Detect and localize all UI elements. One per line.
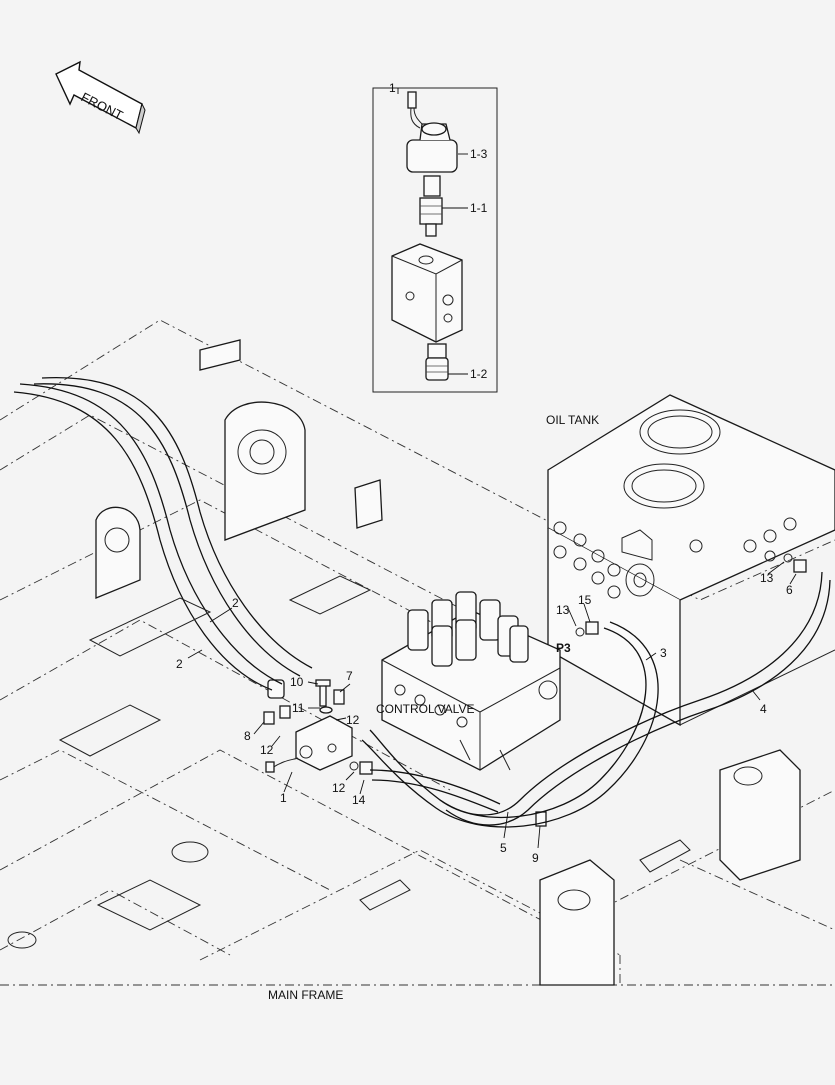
callout-2b: 2	[176, 657, 183, 671]
oil-tank-label: OIL TANK	[546, 413, 599, 427]
boom-mount	[95, 339, 383, 599]
front-arrow-icon: FRONT	[55, 60, 146, 135]
callout-1-top: 1	[389, 81, 396, 95]
callout-14: 14	[352, 793, 366, 807]
cartridge-part	[423, 175, 441, 197]
callout-10: 10	[290, 675, 304, 689]
plug-part	[427, 343, 447, 359]
port-p3-label: P3	[556, 641, 571, 655]
fittings	[263, 553, 807, 827]
callout-12a: 12	[260, 743, 274, 757]
callout-12b: 12	[346, 713, 360, 727]
callout-5: 5	[500, 841, 507, 855]
solenoid-valve-installed	[265, 715, 353, 773]
callout-6: 6	[786, 583, 793, 597]
callout-1-1: 1-1	[470, 201, 488, 215]
callout-8: 8	[244, 729, 251, 743]
main-frame-label: MAIN FRAME	[268, 988, 343, 1002]
callout-13a: 13	[556, 603, 570, 617]
callout-12c: 12	[332, 781, 346, 795]
coil-part	[406, 139, 458, 173]
callout-4: 4	[760, 702, 767, 716]
valve-block	[391, 243, 463, 343]
callout-11: 11	[292, 701, 305, 715]
oil-tank	[547, 394, 835, 727]
hoses	[13, 376, 831, 828]
control-valve-label: CONTROL VALVE	[376, 702, 474, 716]
lower-frame	[7, 575, 801, 986]
callout-2a: 2	[232, 596, 239, 610]
callout-1-bottom: 1	[280, 791, 287, 805]
callout-15: 15	[578, 593, 592, 607]
callout-7: 7	[346, 669, 353, 683]
control-valve	[381, 591, 561, 771]
callout-1-3: 1-3	[470, 147, 488, 161]
callout-leaders	[187, 561, 797, 849]
callout-13b: 13	[760, 571, 774, 585]
callout-1-2: 1-2	[470, 367, 488, 381]
callout-3: 3	[660, 646, 667, 660]
detail-box	[372, 87, 498, 393]
callout-9: 9	[532, 851, 539, 865]
